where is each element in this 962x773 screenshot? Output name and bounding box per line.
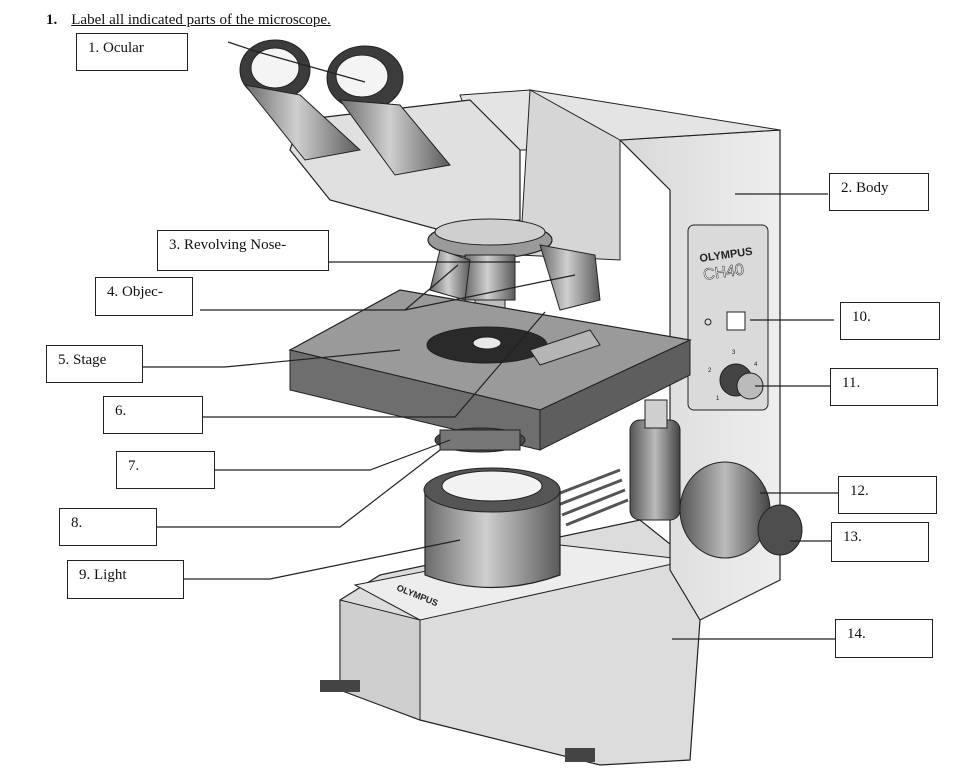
label-box-5[interactable]: 5. Stage	[46, 345, 143, 383]
label-box-1[interactable]: 1. Ocular	[76, 33, 188, 71]
label-box-7[interactable]: 7.	[116, 451, 215, 489]
question-number: 1.	[46, 12, 58, 28]
label-box-13[interactable]: 13.	[831, 522, 929, 562]
label-box-3[interactable]: 3. Revolving Nose-	[157, 230, 329, 271]
ventilation-slots	[554, 468, 629, 527]
condenser	[434, 427, 526, 453]
label-box-8[interactable]: 8.	[59, 508, 157, 546]
leader-line-6	[203, 311, 546, 418]
leader-line-5	[143, 349, 401, 368]
leader-line-8	[157, 449, 441, 528]
stage	[288, 289, 692, 451]
label-box-2[interactable]: 2. Body	[829, 173, 929, 211]
question-heading: 1. Label all indicated parts of the micro…	[46, 12, 331, 29]
leader-lines	[143, 41, 839, 640]
left-eyepiece	[239, 39, 362, 161]
label-box-6[interactable]: 6.	[103, 396, 203, 434]
microscope-base	[320, 519, 701, 766]
dial-mark-4: 4	[754, 362, 758, 368]
label-box-14[interactable]: 14.	[835, 619, 933, 658]
focus-knobs	[629, 399, 803, 559]
question-text: Label all indicated parts of the microsc…	[71, 12, 331, 28]
leader-line-9	[184, 539, 461, 580]
label-box-10[interactable]: 10.	[840, 302, 940, 340]
panel-model-text: CH40	[702, 261, 745, 284]
label-box-12[interactable]: 12.	[838, 476, 937, 514]
dial-mark-2: 2	[708, 368, 712, 374]
label-box-11[interactable]: 11.	[830, 368, 938, 406]
eyepiece-head	[239, 39, 521, 231]
leader-line-7	[215, 439, 451, 471]
dial-mark-1: 1	[716, 396, 720, 402]
dial-mark-3: 3	[732, 350, 736, 356]
label-box-9[interactable]: 9. Light	[67, 560, 184, 599]
leader-line-4b	[404, 274, 576, 311]
light-source	[423, 467, 561, 589]
right-eyepiece	[326, 45, 451, 176]
label-box-4[interactable]: 4. Objec-	[95, 277, 193, 316]
leader-line-1	[227, 41, 366, 83]
